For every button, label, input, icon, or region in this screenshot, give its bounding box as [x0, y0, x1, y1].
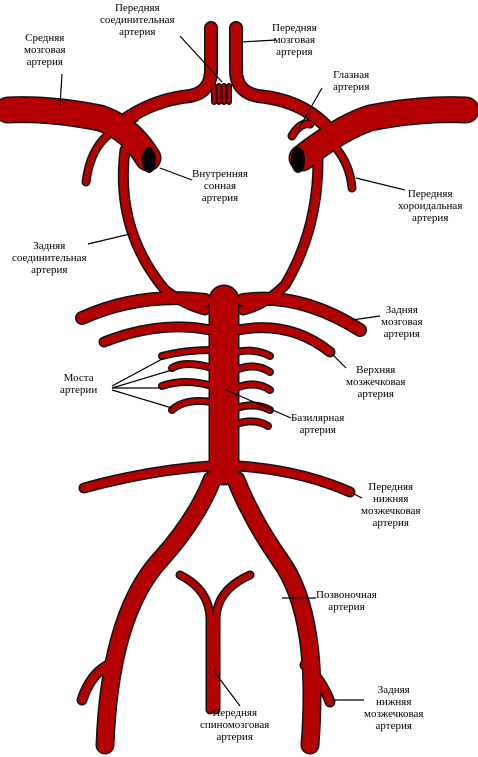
artery-spinal-right: [213, 572, 253, 713]
label-anterior-communicating-artery: Передняя соединительная артерия: [100, 2, 175, 38]
artery-pica-left: [78, 661, 112, 704]
leader-line-pontine-1: [111, 357, 165, 387]
artery-anterior-communicating-strands: [212, 84, 231, 104]
artery-pontine-r2: [233, 364, 273, 375]
label-posterior-inferior-cerebellar-artery: Задняя нижняя мозжечковая артерия: [364, 684, 424, 732]
label-posterior-communicating-artery: Задняя соединительная артерия: [12, 240, 87, 276]
artery-pontine-l4: [169, 398, 215, 413]
leader-line-posterior-communicating: [87, 233, 131, 245]
leader-line-superior-cerebellar: [331, 353, 347, 369]
artery-posterior-communicating-right: [239, 156, 322, 314]
leader-line-internal-carotid: [159, 167, 193, 181]
leader-line-middle-cerebral: [59, 73, 63, 107]
leader-line-ophthalmic: [297, 87, 323, 131]
label-middle-cerebral-artery: Средняя мозговая артерия: [24, 32, 66, 68]
label-superior-cerebellar-artery: Верхняя мозжечковая артерия: [346, 364, 406, 400]
artery-pontine-r4: [233, 402, 273, 413]
leader-line-aica: [349, 491, 363, 499]
artery-posterior-communicating-left: [119, 146, 209, 314]
label-ophthalmic-artery: Глазная артерия: [333, 69, 370, 93]
artery-spinal-left: [177, 572, 213, 713]
artery-vertebral-left: [97, 472, 220, 753]
artery-pica-right: [301, 661, 334, 706]
artery-ophthalmic-left: [123, 115, 138, 139]
leader-line-pontine-2: [111, 369, 173, 389]
artery-pontine-l2: [169, 361, 215, 371]
leader-line-anterior-choroidal: [355, 177, 406, 191]
artery-posterior-cerebral-right: [237, 293, 366, 336]
artery-pontine-r3: [233, 382, 273, 393]
label-vertebral-artery: Позвоночная артерия: [316, 589, 377, 613]
leader-line-anterior-cerebral: [239, 39, 277, 43]
artery-aica-right: [234, 462, 354, 496]
artery-pontine-l1: [159, 347, 215, 359]
label-anterior-cerebral-artery: Передняя мозговая артерия: [272, 22, 317, 58]
label-posterior-cerebral-artery: Задняя мозговая артерия: [381, 304, 423, 340]
artery-vertebral-right: [228, 472, 320, 753]
artery-anterior-communicating-strands-outline: [211, 83, 232, 105]
label-pontine-arteries: Моста артерии: [60, 372, 98, 396]
label-anterior-choroidal-artery: Передняя хороидальная артерия: [398, 188, 463, 224]
artery-aica-left: [80, 462, 214, 492]
leader-line-anterior-spinal: [212, 669, 241, 707]
artery-posterior-cerebral-left: [76, 292, 211, 324]
artery-anterior-cerebral-left: [112, 22, 217, 131]
artery-choroidal-right: [333, 145, 355, 191]
leader-line-basilar: [225, 389, 292, 419]
artery-middle-cerebral-right: [290, 97, 478, 170]
artery-pontine-l3: [159, 379, 215, 389]
internal-carotid-opening-left: [142, 147, 156, 173]
artery-superior-cerebellar-left: [100, 322, 214, 346]
artery-pontine-r5: [233, 418, 271, 429]
label-internal-carotid-artery: Внутренняя сонная артерия: [192, 168, 248, 204]
artery-pontine-r1: [233, 348, 273, 359]
artery-choroidal-left: [83, 132, 111, 185]
label-anterior-spinal-artery: Передняя спиномозговая артерия: [200, 707, 270, 743]
leader-line-pontine-4: [111, 389, 173, 409]
artery-superior-cerebellar-right: [234, 323, 334, 356]
label-anterior-inferior-cerebellar-artery: Передняя нижняя мозжечковая артерия: [361, 481, 421, 529]
artery-middle-cerebral-left: [0, 97, 160, 170]
leader-line-anterior-communicating: [179, 35, 223, 83]
label-basilar-artery: Базилярная артерия: [291, 412, 345, 436]
internal-carotid-opening-right: [291, 147, 305, 173]
leader-line-posterior-cerebral: [351, 315, 381, 321]
